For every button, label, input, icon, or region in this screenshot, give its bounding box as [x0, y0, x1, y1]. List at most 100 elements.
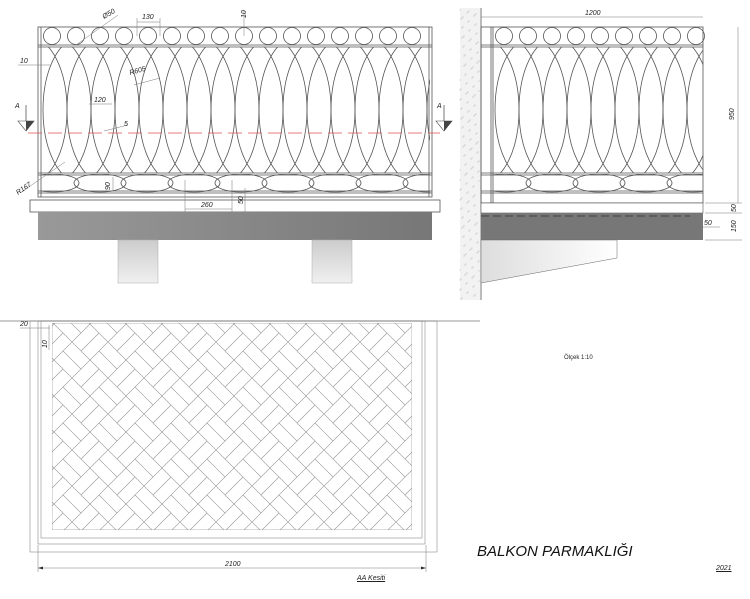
- wall-texture: [477, 171, 479, 173]
- wall-texture: [463, 255, 465, 257]
- arc-pattern: [42, 47, 430, 173]
- wall-texture: [472, 176, 474, 178]
- wall-texture: [460, 298, 462, 300]
- wall-texture: [474, 224, 476, 226]
- wall-texture: [473, 195, 475, 197]
- wall-texture: [469, 139, 471, 141]
- wall-texture: [467, 211, 469, 213]
- wall-texture: [459, 169, 461, 171]
- arc-lens: [566, 47, 640, 173]
- band-ellipse: [41, 174, 80, 193]
- wall-texture: [473, 285, 475, 287]
- wall-texture: [461, 197, 463, 199]
- wall-texture: [462, 26, 464, 28]
- wall-texture: [469, 49, 471, 51]
- ring-ornament: [567, 27, 585, 45]
- wall-texture: [475, 233, 477, 235]
- wall-texture: [463, 145, 465, 147]
- wall-texture: [469, 129, 471, 131]
- wall-texture: [475, 143, 477, 145]
- wall-texture: [473, 95, 475, 97]
- arc-lens: [614, 47, 688, 173]
- wall-texture: [475, 213, 477, 215]
- arc-lens: [518, 47, 592, 173]
- ring-ornament: [67, 27, 85, 45]
- wall-texture: [462, 46, 464, 48]
- drawing-title: BALKON PARMAKLIĞI: [477, 543, 633, 560]
- wall-texture: [464, 244, 466, 246]
- wall-texture: [468, 20, 470, 22]
- wall-texture: [459, 279, 461, 281]
- wall-texture: [467, 21, 469, 23]
- arc-lens: [354, 47, 428, 173]
- ring-ornament: [355, 27, 373, 45]
- wall-texture: [466, 182, 468, 184]
- arc-lens: [662, 47, 683, 173]
- ring-ornament: [379, 27, 397, 45]
- railing-frame: [37, 26, 433, 198]
- wall-texture: [468, 120, 470, 122]
- wall-texture: [463, 35, 465, 37]
- wall-texture: [472, 66, 474, 68]
- dim-overhang: 50: [704, 220, 712, 227]
- wall-texture: [463, 225, 465, 227]
- ring-ornament: [283, 27, 301, 45]
- ring-ornament: [687, 27, 705, 45]
- wall-texture: [475, 123, 477, 125]
- wall-texture: [464, 264, 466, 266]
- wall-texture: [467, 121, 469, 123]
- wall-texture: [464, 144, 466, 146]
- arc-lens: [186, 47, 260, 173]
- wall-texture: [468, 210, 470, 212]
- wall-texture: [467, 91, 469, 93]
- wall-texture: [478, 60, 480, 62]
- wall-texture: [472, 166, 474, 168]
- wall-texture: [460, 108, 462, 110]
- support-bracket: [480, 239, 618, 284]
- wall-texture: [475, 13, 477, 15]
- wall-texture: [460, 288, 462, 290]
- wall-texture: [475, 113, 477, 115]
- wall-texture: [469, 239, 471, 241]
- wall-texture: [462, 126, 464, 128]
- plan-section: 20 10 2100: [0, 320, 480, 572]
- ring-ornament: [307, 27, 325, 45]
- wall-texture: [464, 74, 466, 76]
- dim-circle-spacing: 130: [142, 14, 154, 21]
- dim-top-gap: 10: [241, 10, 248, 18]
- wall-texture: [476, 32, 478, 34]
- band-ellipse: [214, 174, 268, 193]
- dim-base-spacing: 260: [200, 202, 213, 209]
- wall-texture: [471, 247, 473, 249]
- arc-lens: [523, 47, 544, 173]
- wall-texture: [460, 88, 462, 90]
- wall-texture: [464, 174, 466, 176]
- wall-texture: [461, 207, 463, 209]
- wall-texture: [476, 142, 478, 144]
- wall-texture: [477, 61, 479, 63]
- wall-texture: [474, 124, 476, 126]
- wall-texture: [478, 280, 480, 282]
- wall-texture: [476, 132, 478, 134]
- wall-texture: [471, 157, 473, 159]
- wall-hatch: [460, 8, 480, 300]
- arc-lens: [47, 47, 68, 173]
- wall-texture: [470, 68, 472, 70]
- wall-texture: [459, 99, 461, 101]
- wall-texture: [462, 236, 464, 238]
- wall-texture: [471, 67, 473, 69]
- arc-lens: [638, 47, 703, 173]
- wall-texture: [474, 194, 476, 196]
- wall-texture: [475, 33, 477, 35]
- wall-texture: [477, 251, 479, 253]
- support-pier: [311, 239, 353, 284]
- wall-texture: [469, 219, 471, 221]
- wall-texture: [472, 266, 474, 268]
- wall-texture: [460, 118, 462, 120]
- wall-texture: [470, 158, 472, 160]
- wall-texture: [475, 23, 477, 25]
- herringbone-floor: [52, 323, 412, 530]
- band-ellipse: [355, 174, 409, 193]
- wall-texture: [464, 164, 466, 166]
